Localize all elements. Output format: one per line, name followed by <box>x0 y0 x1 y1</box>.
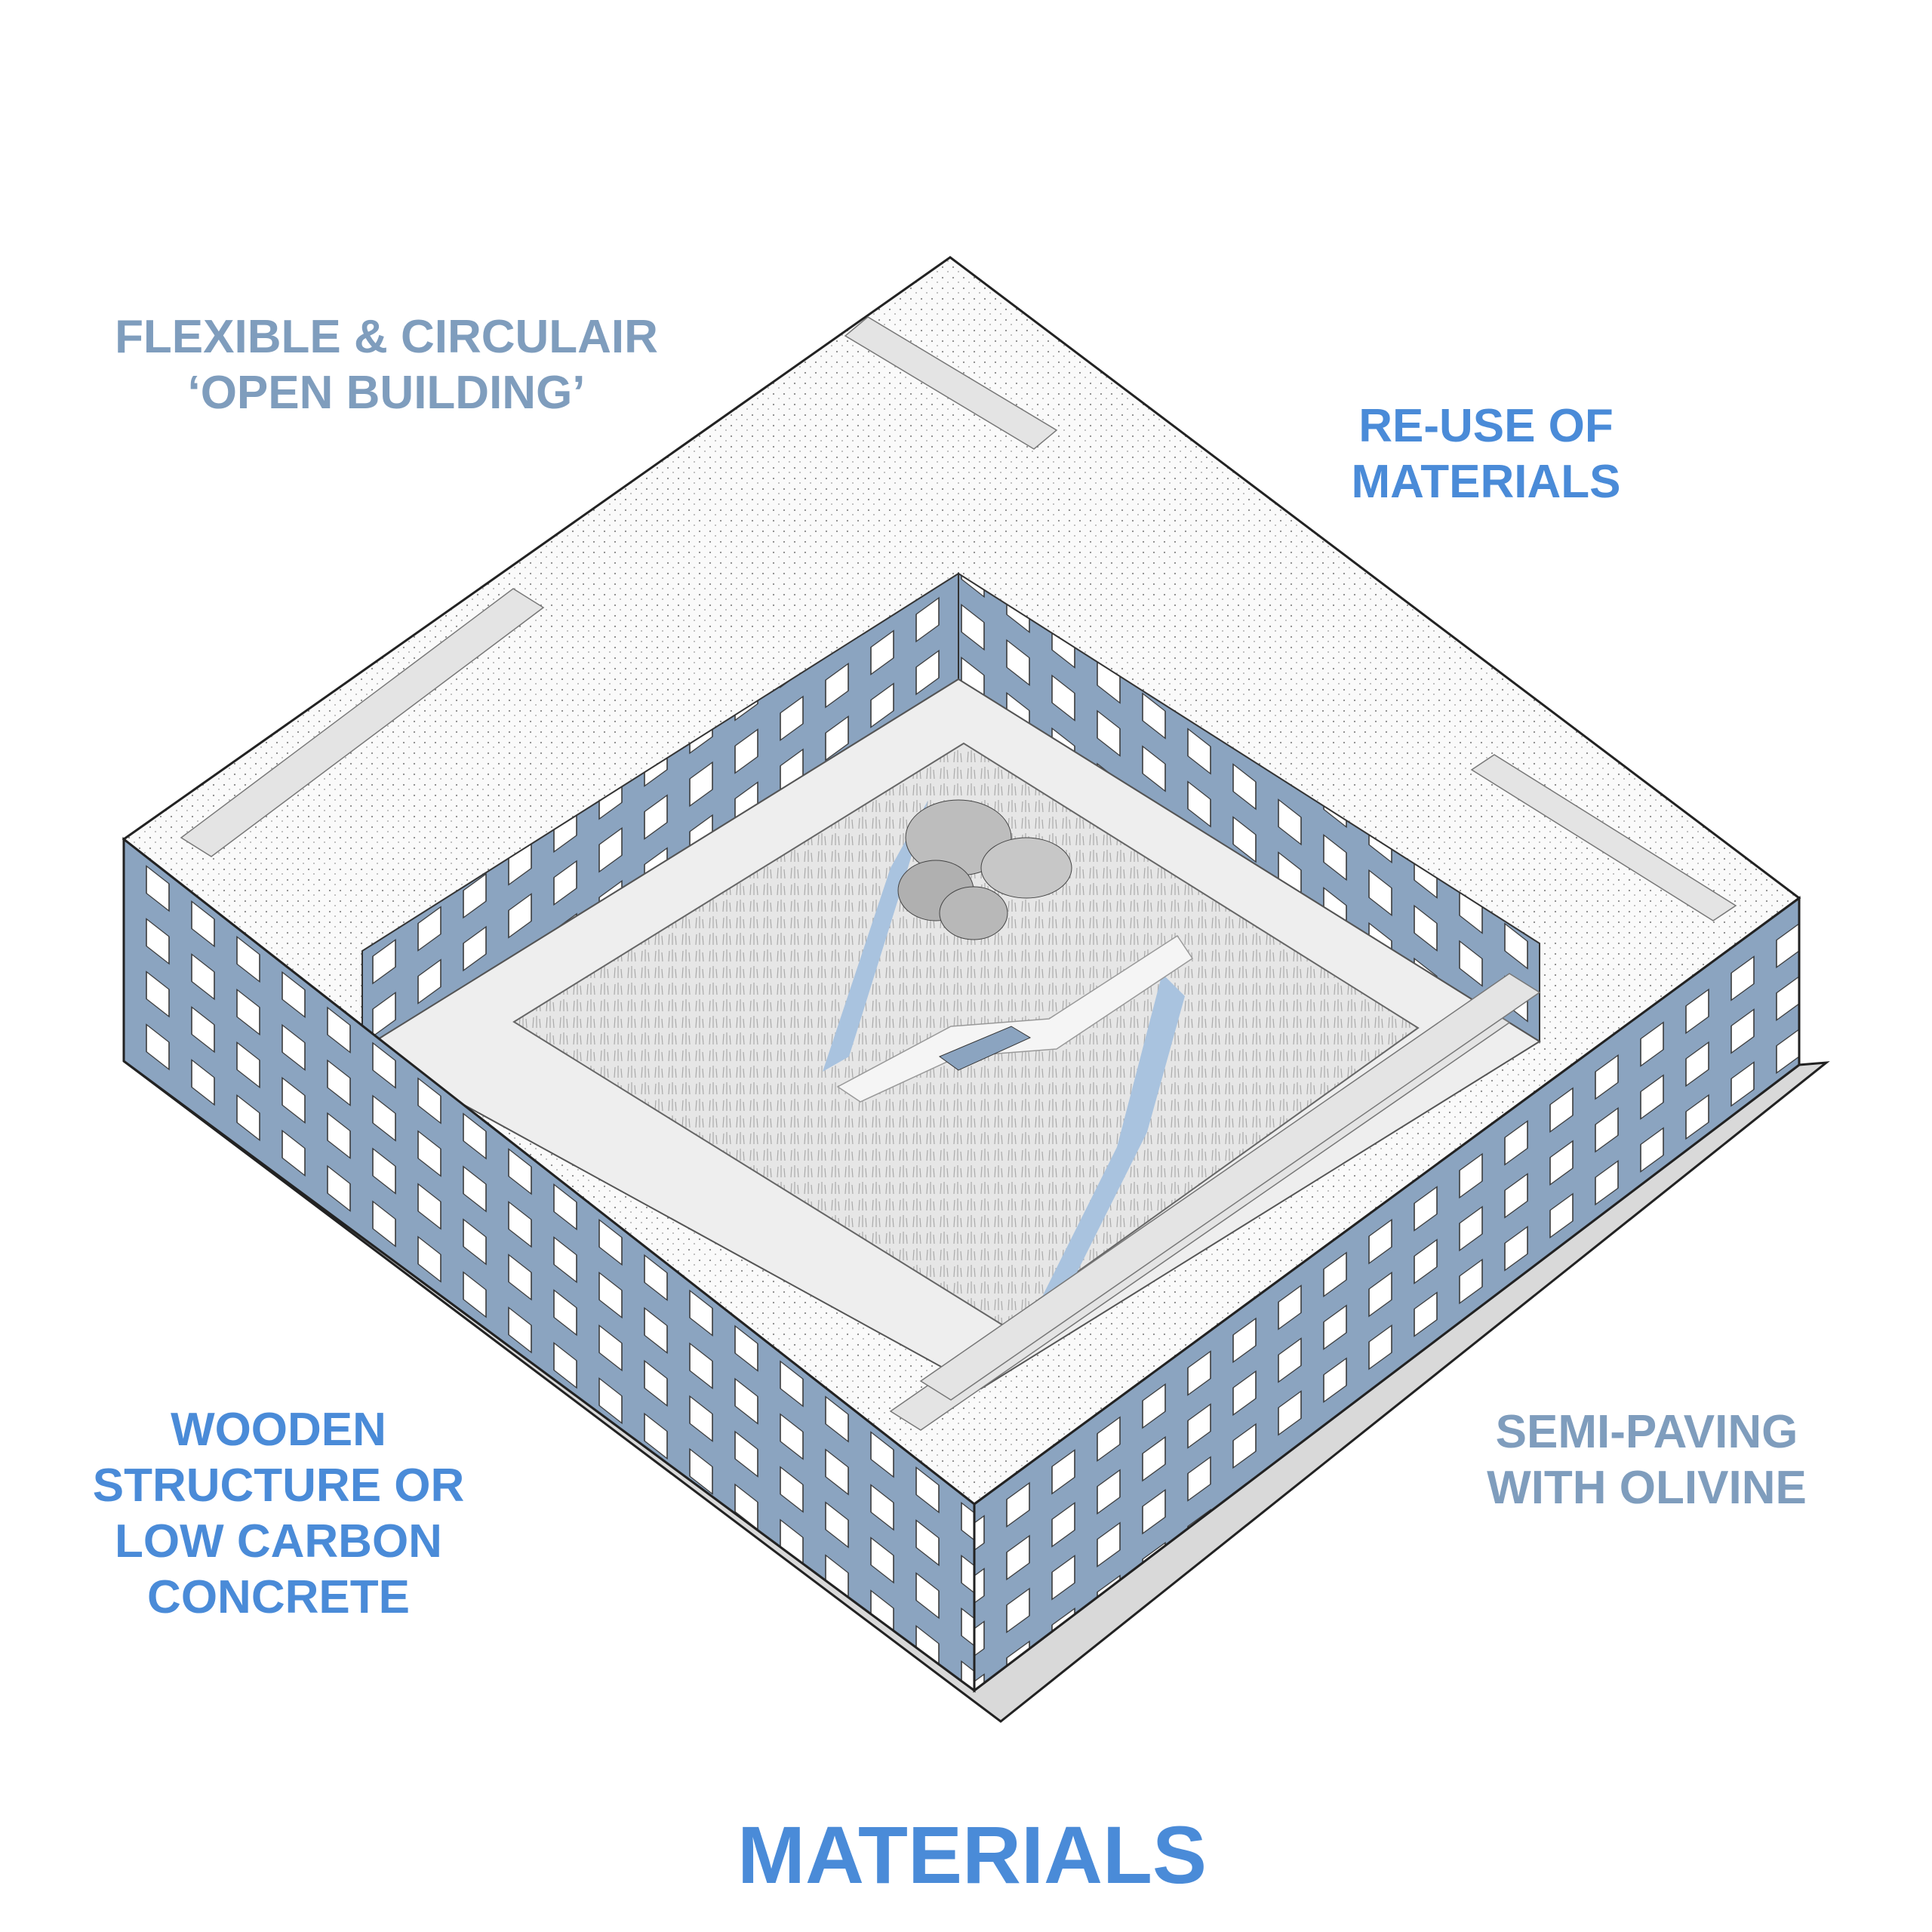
facade-south-east <box>973 896 1801 1694</box>
label-line: STRUCTURE OR <box>92 1460 465 1512</box>
label-line: FLEXIBLE & CIRCULAIR <box>115 311 658 363</box>
trees <box>897 799 1072 940</box>
page-title: MATERIALS <box>737 1809 1207 1900</box>
water-stream-right <box>1041 974 1185 1298</box>
water-stream-left <box>823 800 928 1072</box>
label-line: WOODEN <box>171 1404 386 1456</box>
label-line: RE-USE OF <box>1358 400 1614 452</box>
label-line: CONCRETE <box>147 1571 410 1623</box>
solar-panels <box>180 316 1737 1431</box>
garden-path <box>836 934 1194 1103</box>
picnic-table <box>938 1026 1032 1071</box>
label-wooden-structure: WOODEN STRUCTURE OR LOW CARBON CONCRETE <box>93 1402 465 1626</box>
label-reuse-materials: RE-USE OF MATERIALS <box>1351 398 1620 510</box>
label-flexible-open-building: FLEXIBLE & CIRCULAIR ‘OPEN BUILDING’ <box>115 309 658 421</box>
label-line: WITH OLIVINE <box>1487 1462 1807 1514</box>
label-semi-paving-olivine: SEMI-PAVING WITH OLIVINE <box>1487 1404 1807 1516</box>
label-line: LOW CARBON <box>115 1515 442 1567</box>
label-line: SEMI-PAVING <box>1495 1406 1798 1458</box>
label-line: ‘OPEN BUILDING’ <box>187 367 586 419</box>
label-line: MATERIALS <box>1351 456 1621 508</box>
